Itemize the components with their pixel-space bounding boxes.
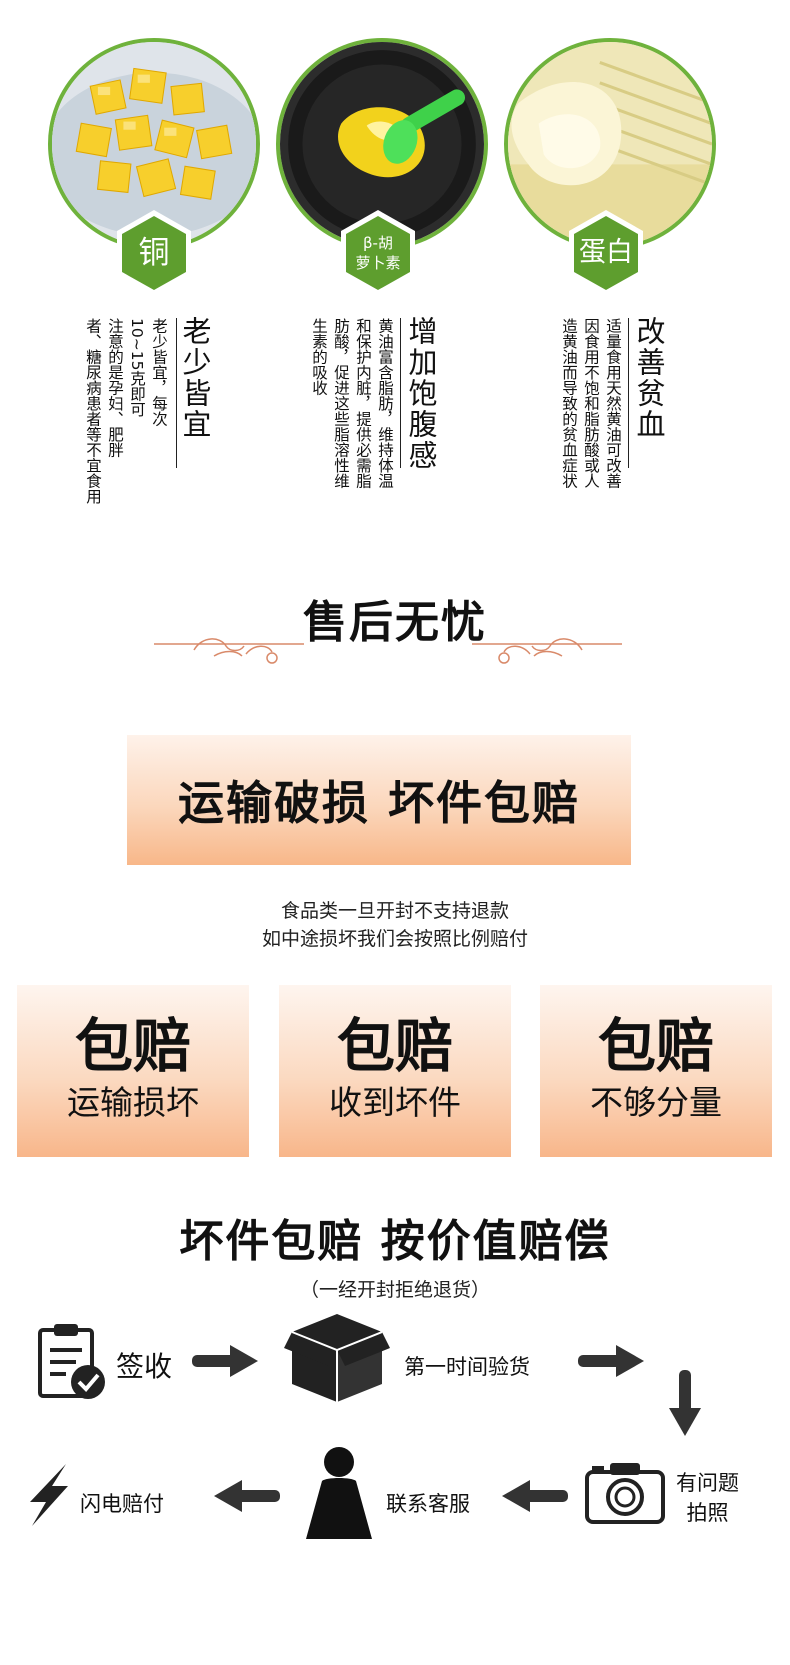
arrow-left-icon	[214, 1480, 280, 1512]
title-divider	[400, 318, 401, 468]
box-icon	[284, 1314, 390, 1402]
damage-guarantee-banner: 运输破损 坏件包赔	[127, 735, 631, 865]
copper-badge-label: 铜	[138, 234, 170, 271]
nutrient-description: 老少皆宜，每次 10~15克即可 注意的是孕妇、肥胖 者、糖尿病患者等不宜食用	[84, 318, 168, 504]
guarantee-card-weight: 包赔 不够分量	[540, 985, 772, 1157]
card-subtext: 不够分量	[590, 1083, 722, 1122]
nutrient-title: 增加饱腹感	[404, 316, 438, 471]
arrow-right-icon	[578, 1345, 644, 1377]
nutrient-title: 改善贫血	[632, 316, 666, 440]
nutrient-protein: 蛋白 改善贫血 适量食用天然黄油可改善 因食用不饱和脂肪酸或人 造黄油而导致的贫…	[500, 38, 732, 558]
nutrient-description: 黄油富含脂肪，维持体温 和保护内脏，提供必需脂 肪酸，促进这些脂溶性维 生素的吸…	[310, 318, 394, 489]
nutrient-description: 适量食用天然黄油可改善 因食用不饱和脂肪酸或人 造黄油而导致的贫血症状	[560, 318, 622, 489]
copper-badge: 铜	[114, 208, 194, 298]
melted-butter-pan-photo	[276, 38, 488, 250]
card-subtext: 收到坏件	[329, 1083, 461, 1122]
left-cloud-ornament	[154, 638, 304, 664]
card-headline: 包赔	[336, 1012, 453, 1080]
nutrient-section: 铜 老少皆宜 老少皆宜，每次 10~15克即可 注意的是孕妇、肥胖 者、糖尿病患…	[0, 38, 790, 558]
step-inspect: 第一时间验货	[404, 1355, 530, 1379]
refund-note-line-1: 食品类一旦开封不支持退款	[280, 900, 509, 922]
refund-note-line-2: 如中途损坏我们会按照比例赔付	[261, 928, 528, 950]
step-sign: 签收	[116, 1350, 173, 1383]
nutrient-title: 老少皆宜	[178, 316, 212, 440]
guarantee-card-damaged: 包赔 收到坏件	[279, 985, 511, 1157]
right-cloud-ornament	[472, 638, 622, 664]
person-icon	[306, 1447, 372, 1539]
step-contact-service: 联系客服	[386, 1492, 470, 1516]
guarantee-card-transport: 包赔 运输损坏	[17, 985, 249, 1157]
banner-text: 运输破损 坏件包赔	[177, 776, 580, 830]
lightning-icon	[30, 1464, 68, 1526]
protein-badge: 蛋白	[566, 208, 646, 298]
title-divider	[628, 318, 629, 468]
compensation-title: 坏件包赔 按价值赔偿	[179, 1216, 611, 1267]
arrow-down-icon	[669, 1370, 701, 1436]
nutrient-copper: 铜 老少皆宜 老少皆宜，每次 10~15克即可 注意的是孕妇、肥胖 者、糖尿病患…	[44, 38, 276, 558]
step-photo: 有问题 拍照	[676, 1471, 739, 1525]
arrow-right-icon	[192, 1345, 258, 1377]
card-subtext: 运输损坏	[67, 1083, 199, 1122]
camera-icon	[585, 1463, 665, 1524]
clipboard-check-icon	[38, 1324, 105, 1399]
beta-carotene-badge-label: β-胡萝卜素	[355, 233, 401, 272]
card-headline: 包赔	[74, 1012, 191, 1080]
title-divider	[176, 318, 177, 468]
protein-badge-label: 蛋白	[579, 237, 633, 269]
card-headline: 包赔	[597, 1012, 714, 1080]
beta-carotene-badge: β-胡萝卜素	[338, 208, 418, 298]
step-fast-payout: 闪电赔付	[80, 1492, 164, 1516]
arrow-left-icon	[502, 1480, 568, 1512]
after-sales-title: 售后无忧	[303, 597, 487, 648]
nutrient-beta-carotene: β-胡萝卜素 增加饱腹感 黄油富含脂肪，维持体温 和保护内脏，提供必需脂 肪酸，…	[272, 38, 504, 558]
compensation-note: （一经开封拒绝退货）	[299, 1279, 490, 1301]
